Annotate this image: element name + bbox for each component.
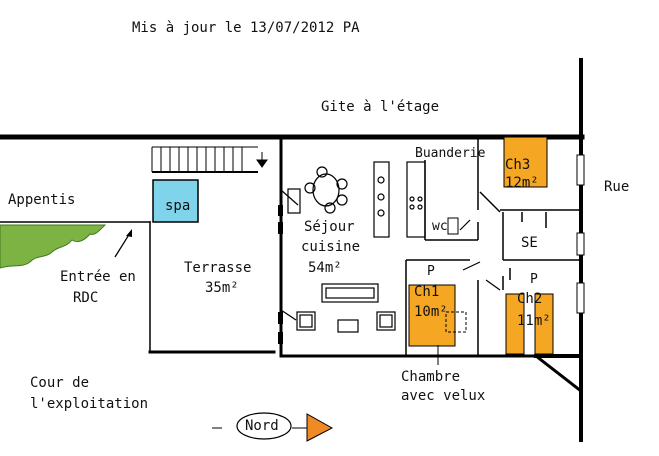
sejour-area: 54m² (308, 260, 342, 276)
entrance-arrow-icon (114, 229, 132, 258)
se-label: SE (521, 235, 538, 251)
dining-table-icon (287, 166, 348, 214)
chambre-velux-label-1: Chambre (401, 369, 461, 385)
door-leaves (278, 205, 283, 344)
windows (576, 154, 585, 314)
kitchen-units (373, 161, 426, 238)
terrasse-label: Terrasse (184, 260, 252, 276)
wc-label: wc (432, 219, 448, 234)
appentis-label: Appentis (8, 192, 76, 208)
ch1-p-label: P (427, 264, 435, 279)
staircase (151, 146, 268, 173)
ch1-label: Ch1 (414, 284, 440, 300)
ch3-label: Ch3 (505, 157, 531, 173)
spa-label: spa (165, 198, 191, 214)
ch1-area: 10m² (414, 304, 448, 320)
cour-label-2: l'exploitation (30, 396, 149, 412)
living-furniture (296, 283, 396, 333)
sejour-label: Séjour (304, 219, 355, 235)
toilet-icon (447, 217, 459, 235)
buanderie-label: Buanderie (415, 146, 486, 161)
entree-label-1: Entrée en (60, 269, 136, 285)
cuisine-label: cuisine (301, 239, 361, 255)
grass-area (0, 224, 107, 269)
beds (408, 136, 554, 355)
cour-label-1: Cour de (30, 375, 90, 391)
ch2-area: 11m² (517, 313, 551, 329)
rue-label: Rue (604, 179, 630, 195)
terrasse-area: 35m² (205, 280, 239, 296)
entree-label-2: RDC (73, 290, 99, 306)
nord-label: Nord (245, 418, 279, 434)
ch2-label: Ch2 (517, 291, 543, 307)
chambre-velux-label-2: avec velux (401, 388, 486, 404)
ch3-area: 12m² (505, 175, 539, 191)
ch2-p-label: P (530, 272, 538, 287)
spa-box (152, 179, 199, 223)
update-note: Mis à jour le 13/07/2012 PA (132, 20, 360, 36)
outer-walls (0, 58, 585, 442)
gite-etage-label: Gite à l'étage (321, 99, 440, 115)
compass-icon (212, 412, 334, 442)
